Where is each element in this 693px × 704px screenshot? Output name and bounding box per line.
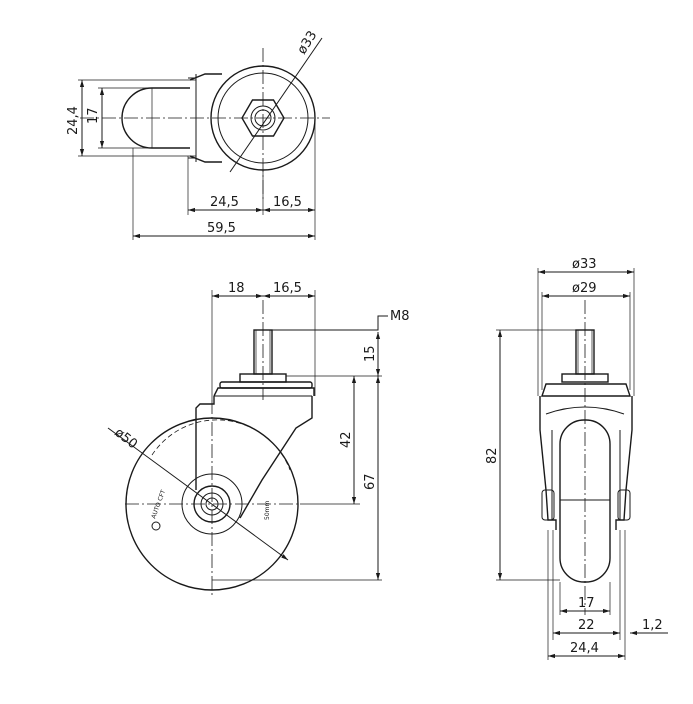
front-view-dim-w17: 17 [578, 596, 595, 611]
front-view-fork-left [539, 396, 557, 530]
side-view-dim-top-left: 18 [228, 281, 245, 296]
top-view-diameter-leader [229, 37, 323, 173]
side-view-fork-back [195, 396, 215, 490]
front-view-fork-inner-arc [545, 406, 625, 415]
top-view: ø33 24,4 17 24,5 16,5 59,5 [66, 28, 330, 240]
front-view-dim-w244: 24,4 [570, 641, 599, 656]
top-view-fork-arm-top [189, 73, 222, 81]
side-view-dim-total: 67 [363, 473, 378, 490]
top-view-dim-total: 59,5 [207, 221, 236, 236]
top-view-dim-diameter: ø33 [295, 28, 321, 57]
side-view-fork-front [239, 396, 313, 519]
side-view-hub-outer [181, 473, 243, 535]
side-view-dim-top-right: 16,5 [273, 281, 302, 296]
side-view-brand-logo-icon [151, 521, 161, 531]
top-view-plate-inner [217, 72, 309, 164]
front-view-wheel [559, 419, 611, 583]
front-view-fork-right [615, 396, 633, 530]
top-view-dim-right: 16,5 [273, 195, 302, 210]
side-view-plate-top [219, 381, 313, 389]
top-view-fork-arm-bottom [189, 155, 222, 163]
top-view-bolt-inner [254, 109, 272, 127]
side-view-dim-stem: 15 [363, 345, 378, 362]
side-view-wheel-dia-leader [107, 427, 289, 561]
side-view-axle-outer [200, 492, 224, 516]
side-view-plate [213, 387, 315, 397]
front-view-dim-inner-dia: ø29 [572, 281, 597, 296]
side-view-hidden-arc [151, 419, 291, 471]
front-view: ø33 ø29 82 17 22 1,2 24,4 [485, 257, 668, 660]
side-view-thread: M8 [390, 309, 410, 324]
top-view-wheel-body [121, 87, 190, 149]
front-view-plate [541, 383, 631, 397]
top-view-dim-height-outer: 24,4 [66, 106, 81, 135]
front-view-axle-boss-left [541, 489, 555, 521]
side-view-thread-leader [272, 315, 388, 331]
front-view-dim-gap: 1,2 [642, 618, 663, 633]
side-view-hub [193, 485, 231, 523]
side-view-wheel [125, 417, 299, 591]
top-view-bolt-outer [250, 105, 276, 131]
front-view-nut [561, 373, 609, 383]
side-view-wheel-size: 50mm [264, 501, 271, 520]
side-view-axle [205, 497, 219, 511]
top-view-dim-left: 24,5 [210, 195, 239, 210]
top-view-hex-nut [241, 99, 285, 137]
front-view-dim-outer-dia: ø33 [572, 257, 597, 272]
top-view-dim-height-inner: 17 [86, 107, 101, 124]
front-view-axle-boss-right [617, 489, 631, 521]
front-view-dim-w22: 22 [578, 618, 595, 633]
side-view: AUTO CFT 50mm ø50 18 16,5 M8 15 42 67 [107, 281, 410, 595]
side-view-dim-mid: 42 [339, 431, 354, 448]
front-view-dim-height: 82 [485, 447, 500, 464]
